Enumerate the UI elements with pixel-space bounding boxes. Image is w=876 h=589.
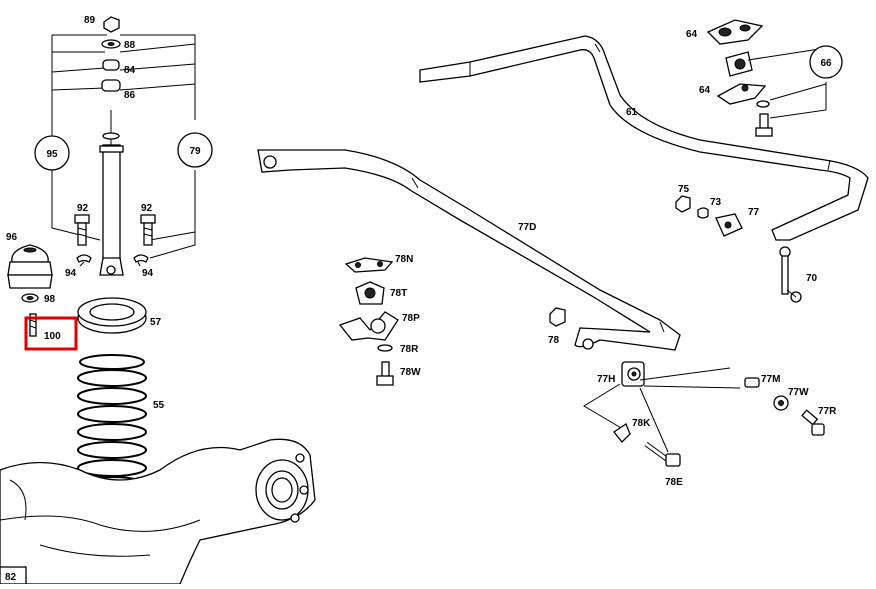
label-78P: 78P — [402, 313, 420, 324]
nut-78 — [549, 307, 566, 327]
label-94-right: 94 — [142, 268, 154, 279]
label-77D: 77D — [518, 222, 536, 233]
label-98: 98 — [44, 294, 56, 305]
bushing-84 — [102, 59, 120, 71]
svg-text:66: 66 — [820, 58, 832, 69]
bushing-64 — [725, 51, 753, 77]
label-64-lower: 64 — [699, 85, 711, 96]
label-96: 96 — [6, 232, 18, 243]
svg-text:79: 79 — [189, 146, 201, 157]
label-77: 77 — [748, 207, 760, 218]
label-84: 84 — [124, 65, 136, 76]
label-88: 88 — [124, 40, 136, 51]
bolt-100 — [29, 313, 37, 337]
mount-64-top — [706, 19, 764, 45]
label-73: 73 — [710, 197, 722, 208]
label-77H: 77H — [597, 374, 615, 385]
label-75: 75 — [678, 184, 690, 195]
bolt-78E — [644, 441, 681, 467]
spacer-77M — [744, 377, 760, 388]
coil-spring-55 — [77, 354, 147, 492]
label-78W: 78W — [400, 367, 421, 378]
label-77M: 77M — [761, 374, 780, 385]
label-78R: 78R — [400, 344, 419, 355]
label-86: 86 — [124, 90, 136, 101]
label-78E: 78E — [665, 477, 683, 488]
bolt-92-left — [74, 214, 90, 246]
washer-94-left — [76, 254, 92, 263]
control-arm — [0, 438, 316, 585]
svg-text:82: 82 — [5, 572, 17, 583]
label-55: 55 — [153, 400, 165, 411]
callout-66: 66 — [809, 45, 843, 79]
svg-text:95: 95 — [46, 149, 58, 160]
label-92-left: 92 — [77, 203, 89, 214]
nut-89 — [103, 16, 120, 33]
bushing-78T — [355, 281, 385, 305]
label-100: 100 — [44, 331, 61, 342]
link-70 — [779, 246, 802, 303]
stabilizer-group: 66 — [257, 19, 869, 488]
washer-78R — [377, 344, 393, 352]
label-89: 89 — [84, 15, 96, 26]
stabilizer-bar-77D — [257, 149, 681, 351]
label-57: 57 — [150, 317, 162, 328]
highlight-box-100 — [24, 316, 78, 351]
shock-body — [102, 144, 121, 261]
label-64-top: 64 — [686, 29, 698, 40]
spring-pad-57 — [77, 297, 147, 334]
bushing-86 — [101, 79, 121, 92]
bushing-77H — [621, 361, 645, 387]
nut-75 — [675, 195, 691, 213]
label-78: 78 — [548, 335, 560, 346]
callout-79: 79 — [177, 132, 213, 168]
plate-78K — [613, 423, 631, 443]
bolt-92-right — [140, 214, 156, 246]
washer-77W — [773, 395, 789, 411]
label-78K: 78K — [632, 418, 651, 429]
label-70: 70 — [806, 273, 818, 284]
label-77R: 77R — [818, 406, 837, 417]
washer-73 — [697, 207, 709, 219]
bolt-66 — [755, 113, 773, 137]
bump-stop-96 — [7, 244, 53, 289]
label-61: 61 — [626, 107, 638, 118]
bolt-77R — [801, 409, 825, 436]
page-number: 82 — [0, 566, 27, 585]
label-77W: 77W — [788, 387, 809, 398]
bolt-78W — [376, 361, 394, 386]
washer-94-right — [133, 254, 149, 263]
label-78T: 78T — [390, 288, 407, 299]
label-94-left: 94 — [65, 268, 77, 279]
clamp-78P — [338, 311, 399, 341]
clamp-64 — [716, 83, 767, 105]
callout-95: 95 — [34, 135, 70, 171]
shock-absorber-group: 95 79 89 88 84 86 92 92 94 94 96 98 57 5… — [0, 15, 316, 585]
clamp-78N — [344, 257, 394, 273]
stabilizer-bar-61 — [419, 35, 869, 241]
label-92-right: 92 — [141, 203, 153, 214]
label-78N: 78N — [395, 254, 413, 265]
